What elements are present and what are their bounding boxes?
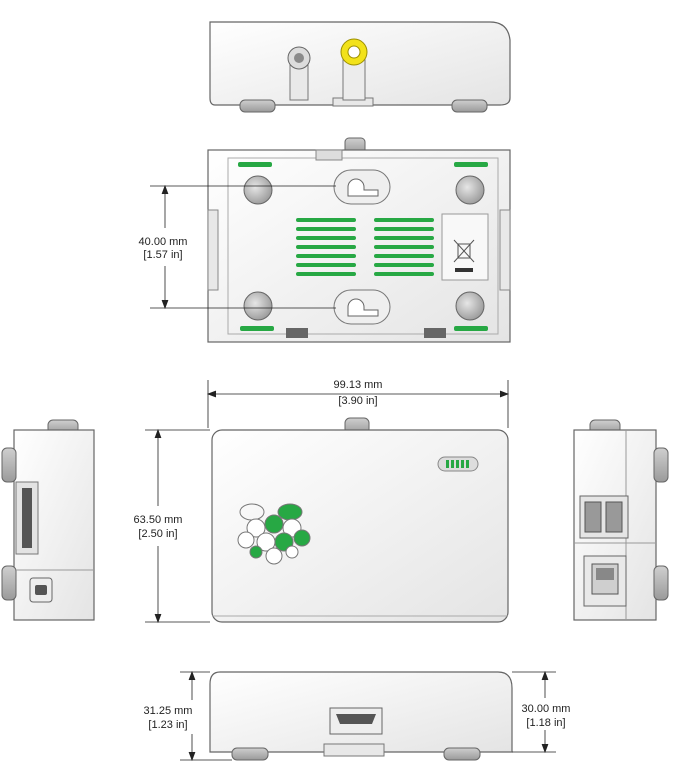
dim-height-body-mm: 30.00 mm bbox=[522, 703, 571, 715]
gpio-header-icon bbox=[15, 481, 39, 555]
dim-width-mm: 99.13 mm bbox=[334, 379, 383, 391]
av-jack-icon bbox=[287, 46, 311, 101]
dimension-lines bbox=[145, 184, 556, 762]
hdmi-port-icon bbox=[329, 707, 383, 735]
keyhole-mount-icon bbox=[333, 169, 391, 205]
rear-elevation-view bbox=[209, 21, 511, 113]
dim-height-total-in: [1.23 in] bbox=[148, 719, 187, 731]
bottom-view bbox=[207, 137, 511, 343]
dim-depth-mm: 63.50 mm bbox=[134, 514, 183, 526]
raspberry-logo-icon bbox=[237, 503, 311, 565]
weee-bin-icon bbox=[453, 239, 475, 272]
keyhole-mount-icon bbox=[333, 289, 391, 325]
dim-mount-spacing-mm: 40.00 mm bbox=[139, 236, 188, 248]
dimension-labels: 40.00 mm [1.57 in] 99.13 mm [3.90 in] 63… bbox=[134, 236, 571, 731]
dim-width-in: [3.90 in] bbox=[338, 395, 377, 407]
right-side-view bbox=[573, 419, 669, 621]
dim-height-body-in: [1.18 in] bbox=[526, 717, 565, 729]
dim-mount-spacing-in: [1.57 in] bbox=[143, 249, 182, 261]
vent-grille bbox=[296, 218, 434, 276]
front-elevation-view bbox=[209, 671, 513, 761]
left-side-view bbox=[1, 419, 95, 621]
micro-usb-port-icon bbox=[29, 577, 53, 603]
composite-jack-icon bbox=[340, 38, 368, 101]
dim-depth-in: [2.50 in] bbox=[138, 528, 177, 540]
dim-height-total-mm: 31.25 mm bbox=[144, 705, 193, 717]
ethernet-port-icon bbox=[583, 555, 627, 607]
led-window bbox=[437, 456, 479, 472]
usb-port-icon bbox=[579, 495, 629, 539]
top-view bbox=[211, 417, 509, 623]
